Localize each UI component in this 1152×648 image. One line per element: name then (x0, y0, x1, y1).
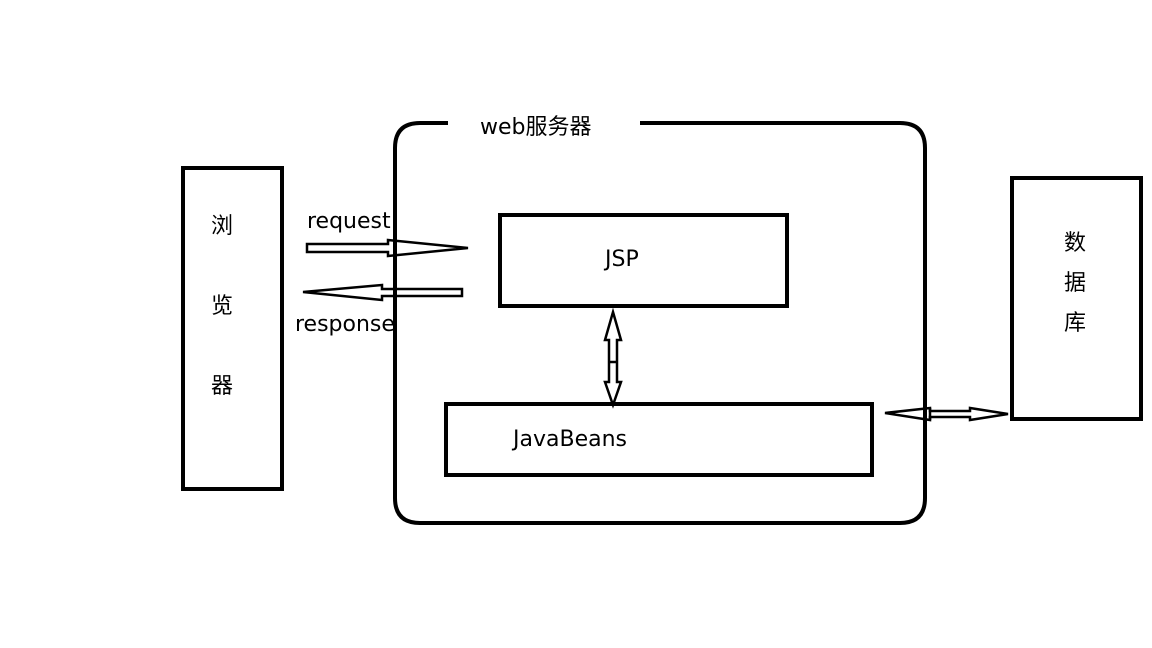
jsp-label: JSP (605, 247, 639, 272)
database-char: 据 (1063, 271, 1086, 296)
response-arrow (302, 283, 464, 302)
browser-label: 浏 览 器 (207, 216, 237, 398)
browser-box (181, 166, 284, 491)
browser-char: 器 (210, 374, 233, 399)
javabeans-box (444, 402, 874, 477)
database-label: 数 据 库 (1060, 233, 1090, 335)
jsp-box (498, 213, 789, 308)
web-server-label: web服务器 (480, 115, 592, 140)
database-char: 数 (1063, 231, 1086, 256)
javabeans-label: JavaBeans (513, 427, 627, 452)
jsp-javabeans-arrow (603, 307, 623, 409)
web-server-container (393, 121, 927, 525)
request-label: request (307, 209, 391, 234)
javabeans-database-arrow (884, 406, 1009, 422)
database-box (1010, 176, 1143, 421)
browser-char: 浏 (210, 214, 233, 239)
database-char: 库 (1063, 311, 1086, 336)
response-label: response (295, 312, 395, 337)
request-arrow (305, 238, 469, 258)
browser-char: 览 (210, 294, 233, 319)
